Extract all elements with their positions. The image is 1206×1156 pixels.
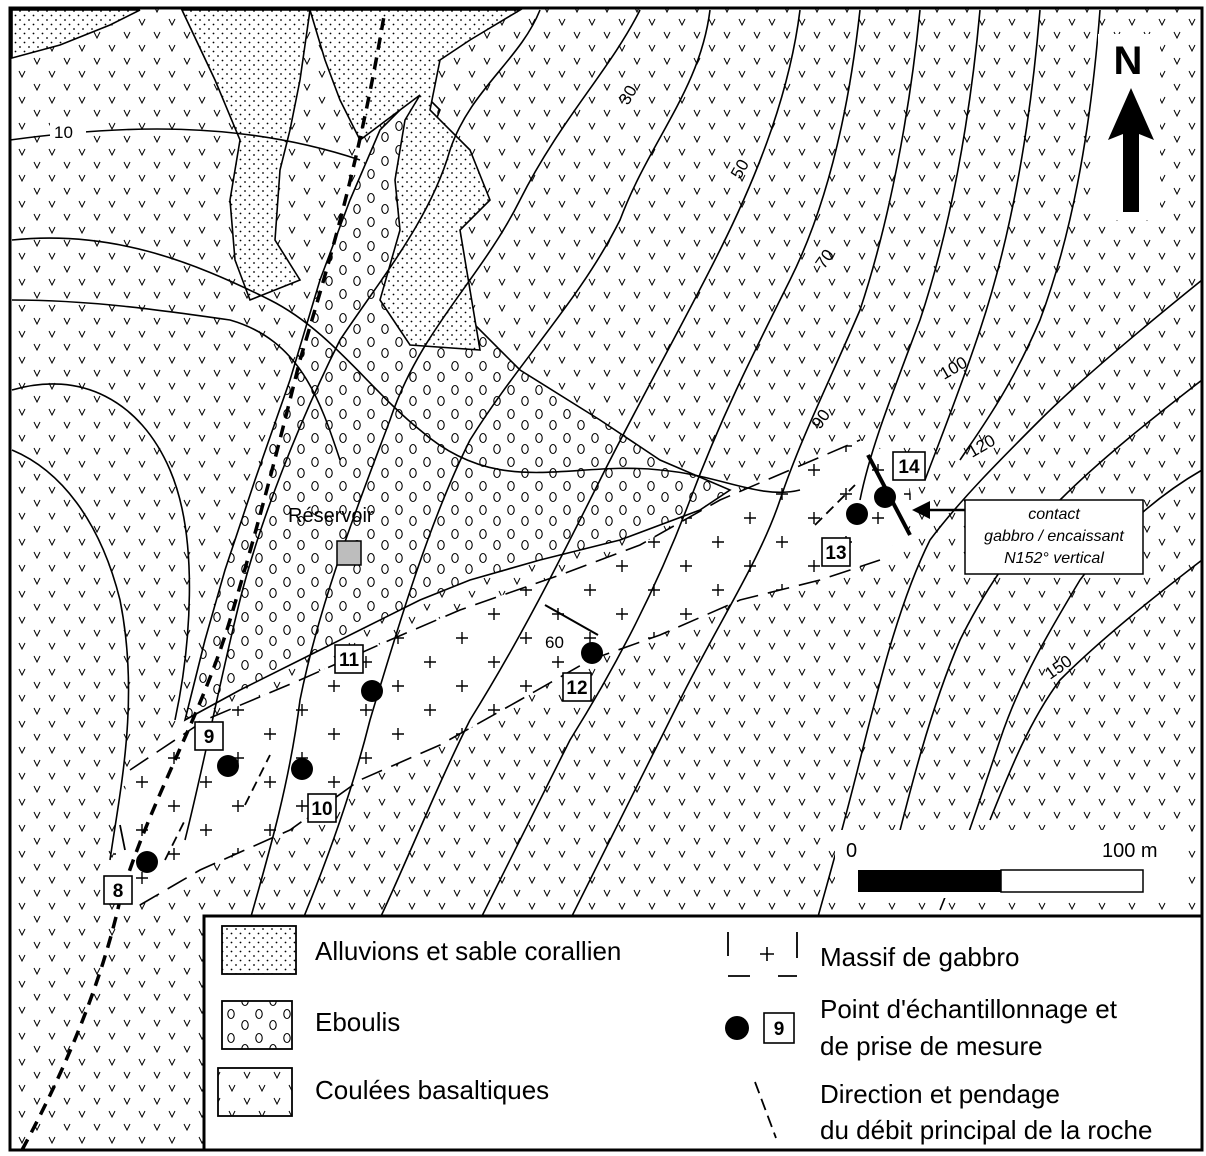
legend-swatch-eboulis (221, 1000, 293, 1050)
alluvions-pattern-corner (12, 10, 140, 58)
callout-line-2: gabbro / encaissant (984, 528, 1124, 545)
scale-bar-white (1000, 869, 1144, 893)
scale-bar-black (858, 870, 1001, 892)
sample-point-9: 9 (194, 721, 239, 777)
svg-text:13: 13 (825, 543, 846, 564)
callout-line-3: N152° vertical (1004, 550, 1104, 567)
contour-label-10: 10 (54, 123, 73, 142)
svg-text:8: 8 (113, 881, 124, 902)
dip-symbols (119, 484, 856, 861)
svg-text:12: 12 (566, 678, 587, 699)
callout-line-1: contact (1028, 506, 1080, 523)
sample-point-13: 13 (821, 503, 868, 567)
sample-point-14: 14 (874, 451, 926, 508)
sample-point-11: 11 (334, 644, 383, 702)
reservoir-marker (336, 540, 362, 566)
legend-gabbro-symbol (727, 932, 798, 977)
alluvions-pattern-east (310, 10, 520, 350)
legend-swatch-coulees (217, 1067, 293, 1117)
legend-direction-label-2: du débit principal de la roche (820, 1115, 1152, 1145)
sample-point-8: 8 (103, 851, 158, 905)
legend-point-dot (725, 1016, 749, 1040)
callout-box (964, 499, 1144, 575)
legend-point-label-2: de prise de mesure (820, 1031, 1043, 1061)
svg-text:14: 14 (898, 457, 920, 478)
dip-value-label: 60 (545, 633, 564, 652)
legend-direction-label-1: Direction et pendage (820, 1079, 1060, 1109)
legend: Alluvions et sable corallien Eboulis Cou… (202, 914, 1204, 1152)
gabbro-boundary-north (129, 439, 861, 771)
legend-coulees-label: Coulées basaltiques (315, 1075, 549, 1105)
scale-end-label: 100 m (1102, 840, 1158, 862)
sample-point-12: 12 (562, 642, 603, 702)
svg-text:10: 10 (311, 799, 332, 820)
sample-point-10: 10 (291, 758, 337, 823)
legend-alluvions-label: Alluvions et sable corallien (315, 936, 621, 966)
gabbro-boundary-south (139, 559, 881, 906)
legend-point-label-1: Point d'échantillonnage et (820, 994, 1118, 1024)
legend-direction-symbol (754, 1081, 777, 1139)
north-label: N (1114, 39, 1143, 83)
svg-text:11: 11 (339, 650, 360, 671)
north-arrow-icon (1108, 88, 1154, 212)
legend-point-box (763, 1012, 795, 1044)
reservoir-label: Réservoir (288, 505, 374, 527)
scale-start-label: 0 (846, 840, 857, 862)
legend-gabbro-label: Massif de gabbro (820, 942, 1019, 972)
track-line (20, 9, 387, 1151)
legend-eboulis-label: Eboulis (315, 1007, 400, 1037)
legend-point-number: 9 (774, 1019, 785, 1040)
svg-text:9: 9 (204, 727, 215, 748)
callout-arrowhead (912, 501, 930, 519)
legend-swatch-alluvions (221, 925, 297, 975)
gabbro-pattern (110, 440, 915, 905)
alluvions-pattern-west (182, 10, 310, 300)
